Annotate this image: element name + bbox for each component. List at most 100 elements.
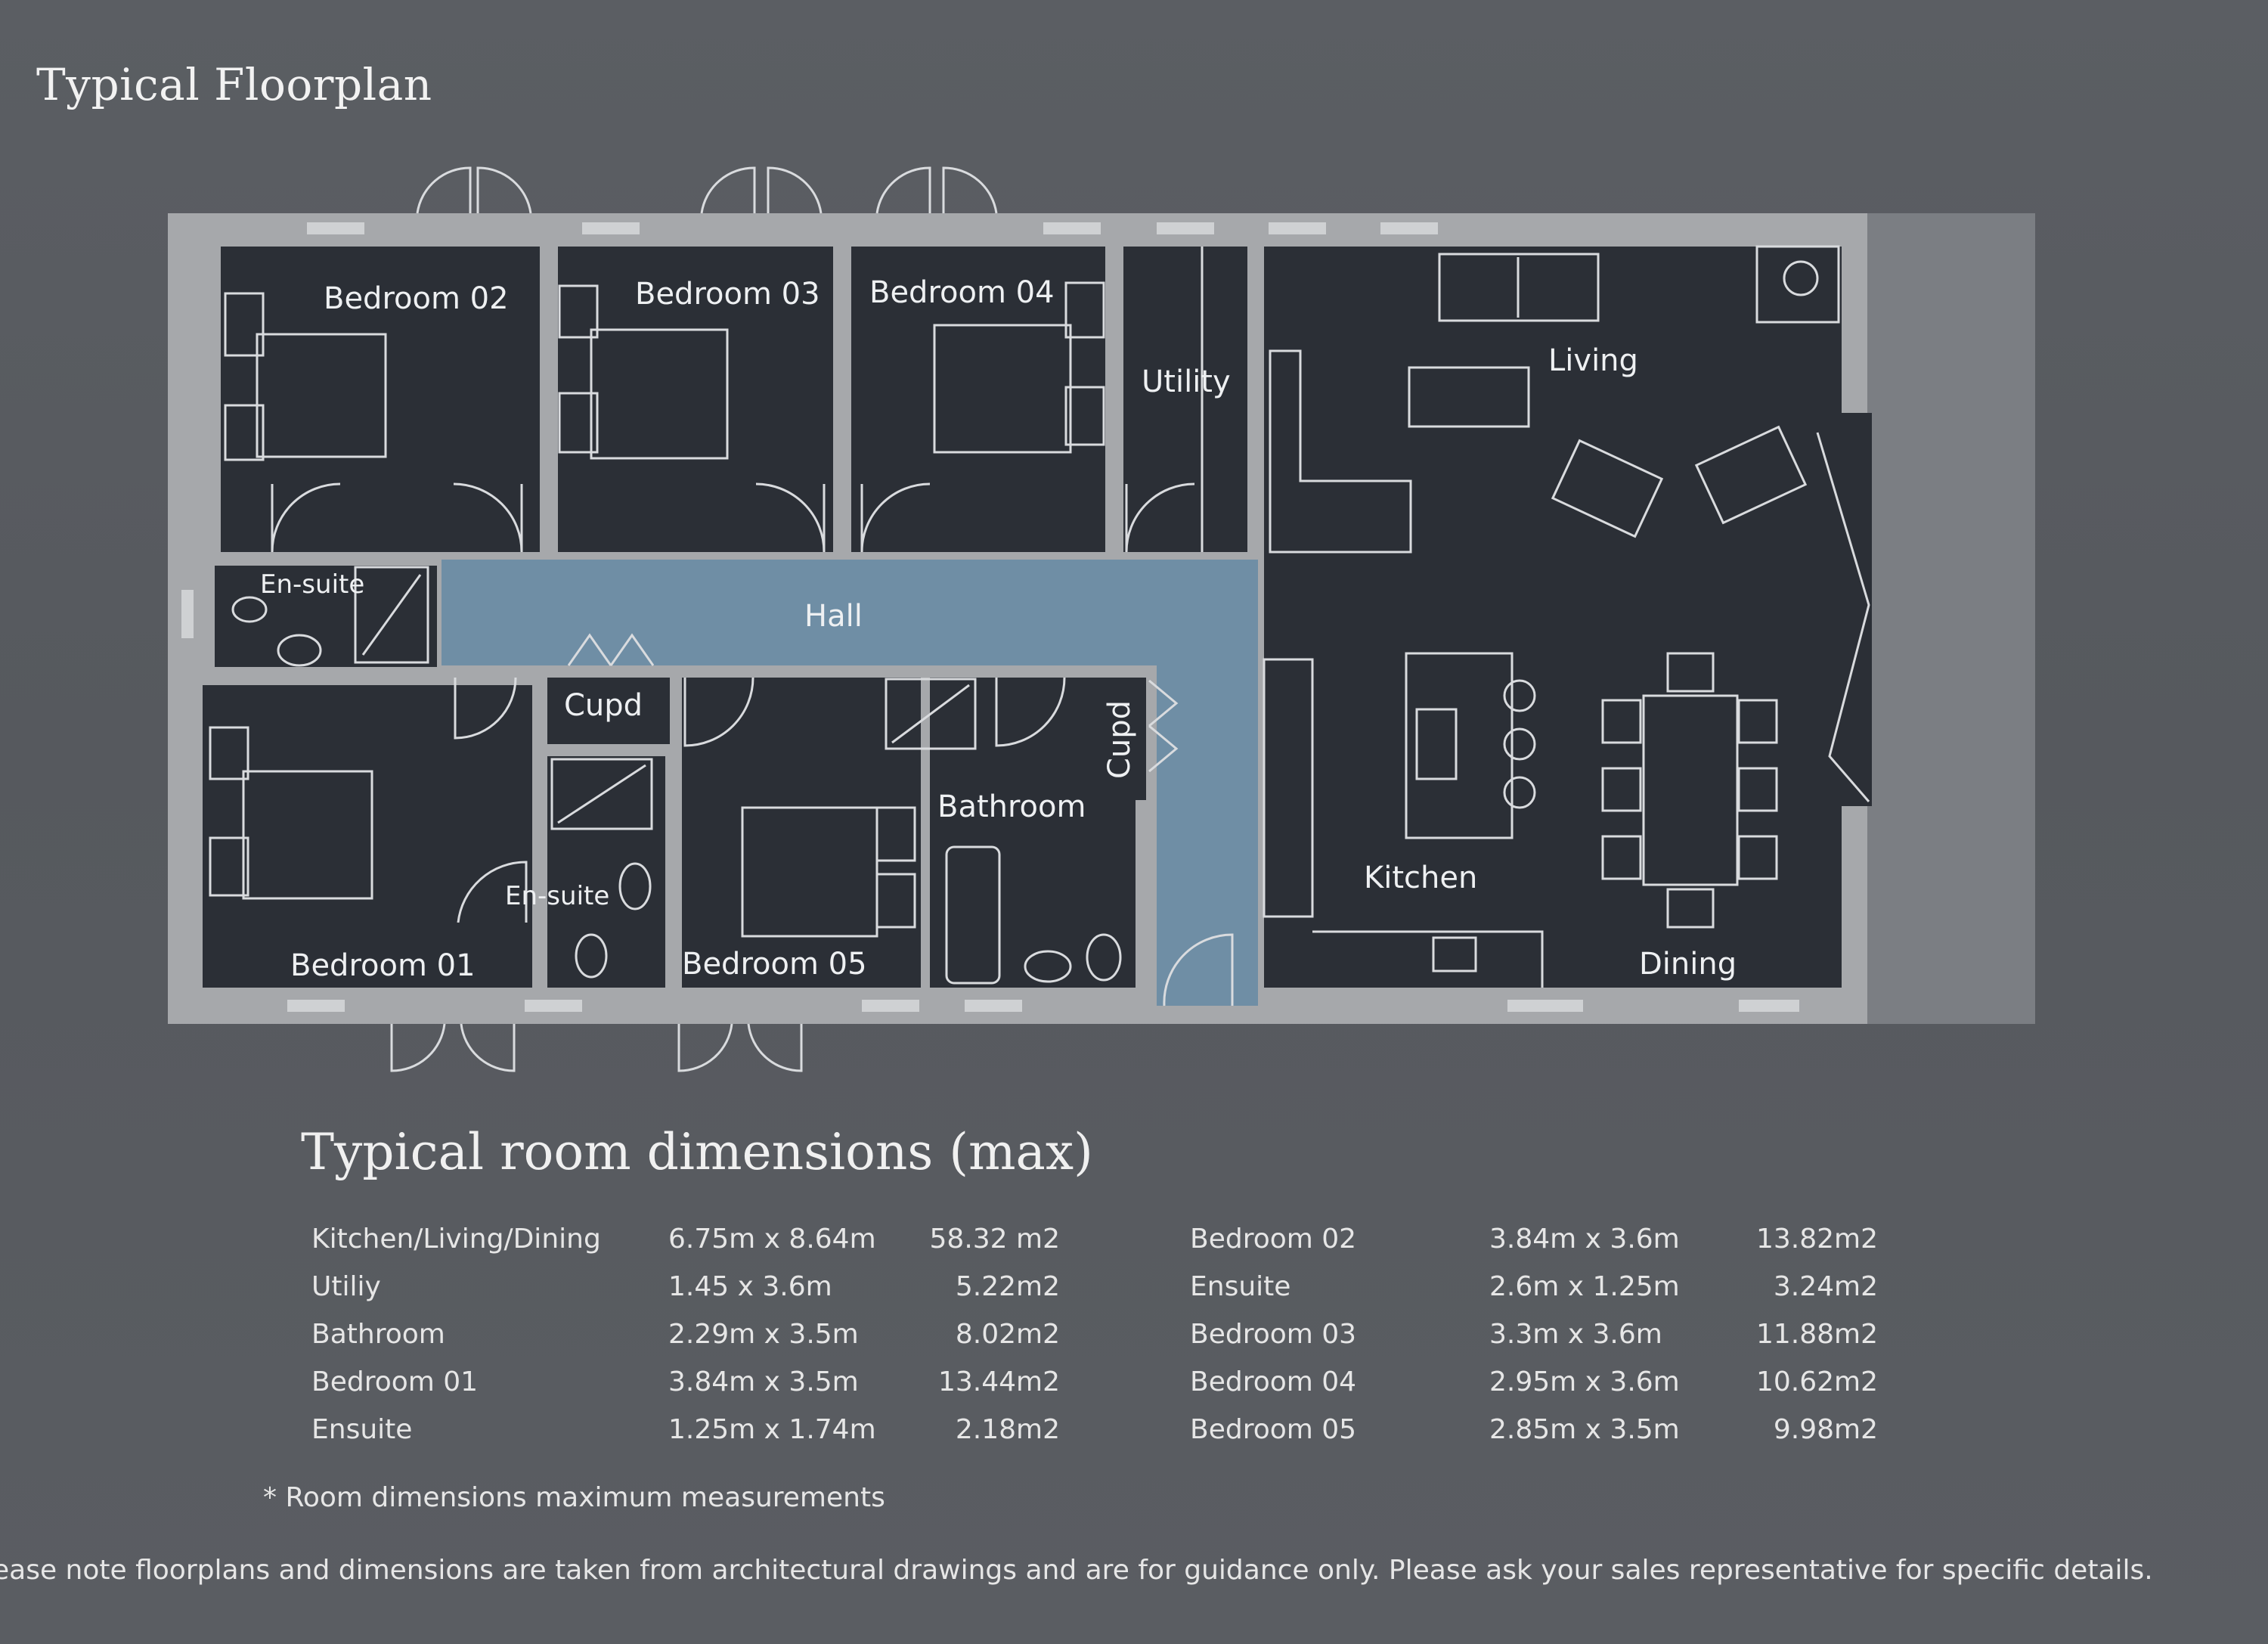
armchair: [1694, 425, 1808, 525]
bedside: [558, 392, 599, 454]
label-living: Living: [1548, 343, 1638, 378]
floorplan-diagram: Bedroom 02 Bedroom 03 Bedroom 04 Utility…: [168, 166, 2035, 1072]
cupd-right-floor: [1092, 678, 1146, 800]
bedroom-01-floor: [203, 685, 532, 988]
bed: [242, 770, 373, 900]
shower: [891, 684, 970, 744]
hob: [1415, 708, 1458, 780]
basin: [618, 862, 652, 910]
table-row: Ensuite 2.6m x 1.25m 3.24m2: [1190, 1271, 1878, 1319]
corner-sofa: [1269, 349, 1412, 554]
room-name: Bedroom 03: [1190, 1319, 1357, 1350]
room-size: 2.95m x 3.6m: [1489, 1366, 1680, 1397]
shower: [361, 574, 422, 656]
chair: [1666, 652, 1715, 693]
room-size: 3.3m x 3.6m: [1489, 1319, 1662, 1350]
room-size: 3.84m x 3.6m: [1489, 1224, 1680, 1255]
room-name: Bedroom 04: [1190, 1366, 1357, 1397]
window: [582, 222, 640, 234]
ensuite-top-floor: [215, 566, 437, 667]
window: [525, 1000, 582, 1012]
room-area: 58.32 m2: [929, 1224, 1060, 1255]
door-swing: [1163, 933, 1234, 1007]
bedside: [209, 836, 249, 897]
label-hall: Hall: [804, 599, 863, 634]
chair: [1737, 767, 1778, 812]
hall-floor: [442, 560, 1258, 1006]
label-bedroom-05: Bedroom 05: [682, 947, 867, 982]
shower: [885, 678, 977, 750]
room-name: Ensuite: [311, 1414, 413, 1445]
bed: [741, 806, 878, 938]
kitchen-island: [1405, 652, 1514, 839]
chair: [1601, 699, 1642, 744]
toilet: [1086, 933, 1122, 982]
window: [1043, 222, 1101, 234]
stool: [1503, 776, 1536, 809]
room-name: Bedroom 02: [1190, 1224, 1357, 1255]
room-area: 13.82m2: [1755, 1224, 1878, 1255]
label-bedroom-02: Bedroom 02: [324, 281, 509, 316]
dimensions-heading: Typical room dimensions (max): [301, 1123, 1093, 1181]
terrace: [1867, 213, 2035, 1024]
door-swing: [457, 861, 528, 923]
kitchen-units: [1263, 658, 1314, 918]
shower: [557, 764, 646, 824]
room-area: 2.18m2: [955, 1414, 1060, 1445]
room-area: 9.98m2: [1773, 1414, 1878, 1445]
dimensions-table-left: Kitchen/Living/Dining 6.75m x 8.64m 58.3…: [311, 1224, 1060, 1462]
room-size: 1.25m x 1.74m: [668, 1414, 876, 1445]
stove: [1755, 245, 1840, 324]
door-swing: [860, 482, 931, 553]
bedroom-03-floor: [558, 247, 833, 552]
bed: [933, 324, 1072, 454]
window: [1507, 1000, 1583, 1012]
dining-table: [1642, 694, 1739, 886]
window: [1380, 222, 1438, 234]
shower: [354, 566, 429, 664]
bifold-doors: [1816, 432, 1870, 802]
coffee-table: [1408, 366, 1530, 428]
cupboard-doors: [567, 633, 655, 666]
window: [181, 590, 194, 638]
label-bedroom-04: Bedroom 04: [869, 275, 1055, 310]
page-title: Typical Floorplan: [36, 59, 432, 110]
chair: [1737, 699, 1778, 744]
armchair: [1551, 439, 1664, 538]
bath: [945, 845, 1001, 985]
label-ensuite-bottom: En-suite: [505, 881, 609, 911]
window: [1269, 222, 1326, 234]
label-ensuite-top: En-suite: [260, 569, 364, 600]
door-swing: [453, 482, 523, 553]
toilet: [575, 933, 608, 979]
room-area: 10.62m2: [1755, 1366, 1878, 1397]
french-doors: [875, 166, 998, 214]
stove: [1783, 260, 1819, 296]
bedside: [224, 292, 265, 357]
kitchen-worktop: [1312, 930, 1544, 988]
stool: [1503, 679, 1536, 712]
kitchen-living-dining-floor: [1264, 247, 1842, 988]
label-bathroom: Bathroom: [937, 789, 1086, 824]
room-size: 6.75m x 8.64m: [668, 1224, 876, 1255]
table-row: Bathroom 2.29m x 3.5m 8.02m2: [311, 1319, 1060, 1366]
room-name: Utiliy: [311, 1271, 381, 1302]
bedroom-04-floor: [851, 247, 1105, 552]
room-name: Ensuite: [1190, 1271, 1291, 1302]
basin: [1024, 950, 1072, 983]
basin: [277, 634, 322, 667]
door-swing: [995, 677, 1066, 747]
table-row: Kitchen/Living/Dining 6.75m x 8.64m 58.3…: [311, 1224, 1060, 1271]
door-swing: [1125, 482, 1195, 553]
room-area: 13.44m2: [937, 1366, 1060, 1397]
table-row: Bedroom 01 3.84m x 3.5m 13.44m2: [311, 1366, 1060, 1414]
room-area: 8.02m2: [955, 1319, 1060, 1350]
room-size: 1.45 x 3.6m: [668, 1271, 832, 1302]
french-doors: [390, 1023, 516, 1072]
cupboard-doors: [1148, 679, 1179, 773]
room-area: 11.88m2: [1755, 1319, 1878, 1350]
table-row: Ensuite 1.25m x 1.74m 2.18m2: [311, 1414, 1060, 1462]
french-doors: [416, 166, 532, 214]
cupd-left-floor: [547, 678, 670, 744]
utility-floor: [1123, 247, 1247, 552]
